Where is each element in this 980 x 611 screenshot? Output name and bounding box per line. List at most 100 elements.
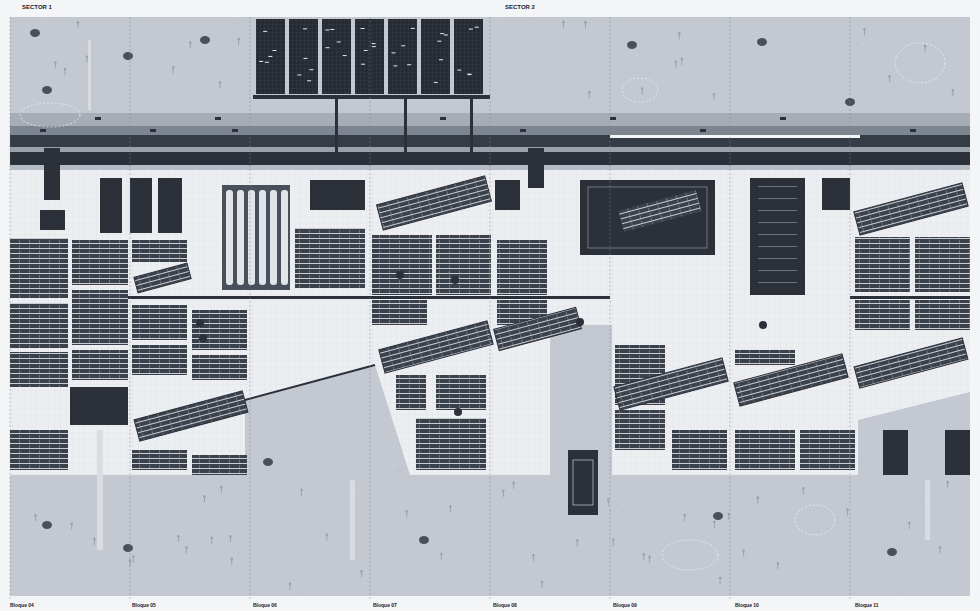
ground-speck: [628, 548, 629, 549]
ground-speck: [517, 560, 518, 561]
shrub: [200, 36, 210, 44]
housing-block: [10, 238, 68, 298]
solar-mark: [303, 28, 307, 29]
tree-crown: [742, 549, 745, 552]
tree-crown: [674, 60, 677, 63]
ground-speck: [154, 571, 155, 572]
solar-mark: [309, 69, 313, 70]
solar-support: [335, 99, 338, 161]
urban-tree: [451, 276, 459, 284]
ground-speck: [316, 451, 317, 452]
ground-speck: [317, 563, 318, 564]
block-label: Bloque 11: [855, 603, 879, 608]
ground-speck: [386, 482, 387, 483]
ground-speck: [848, 18, 849, 19]
ground-speck: [548, 517, 549, 518]
block-divider: [490, 17, 491, 600]
housing-block: [132, 345, 187, 375]
ground-speck: [680, 494, 681, 495]
ground-speck: [641, 96, 642, 97]
ground-speck: [883, 519, 884, 520]
ribbed-building: [222, 185, 290, 290]
ground-speck: [631, 556, 632, 557]
housing-block: [800, 430, 855, 470]
ground-speck: [899, 593, 900, 594]
solar-support: [470, 99, 473, 161]
tree-crown: [756, 496, 759, 499]
ground-speck: [602, 371, 603, 372]
ground-speck: [517, 34, 518, 35]
solar-mark: [457, 70, 461, 71]
shrub: [757, 38, 767, 46]
field-path: [88, 40, 91, 110]
ground-speck: [454, 587, 455, 588]
housing-block: [497, 240, 547, 295]
tree-crown: [908, 522, 911, 525]
housing-row-block: [494, 307, 582, 350]
solar-mark: [372, 46, 376, 47]
block-divider: [250, 17, 251, 600]
housing-block: [10, 303, 68, 348]
ground-speck: [856, 556, 857, 557]
housing-block: [436, 375, 486, 410]
tree-crown: [185, 546, 188, 549]
ground-speck: [898, 515, 899, 516]
tree-crown: [326, 533, 329, 536]
ground-speck: [435, 94, 436, 95]
ground-speck: [548, 91, 549, 92]
ground-speck: [17, 516, 18, 517]
tree-crown: [237, 38, 240, 41]
tree-crown: [77, 21, 80, 24]
tree-crown: [719, 577, 722, 580]
ground-speck: [608, 492, 609, 493]
shrub: [263, 458, 273, 466]
rib: [259, 190, 266, 285]
ground-speck: [609, 52, 610, 53]
tree-crown: [681, 58, 684, 61]
ground-speck: [616, 511, 617, 512]
ground-speck: [870, 474, 871, 475]
ground-speck: [184, 514, 185, 515]
solar-mark: [326, 47, 330, 48]
tree-crown: [584, 21, 587, 24]
ground-speck: [258, 431, 259, 432]
ground-speck: [815, 73, 816, 74]
edge-wall: [245, 365, 375, 400]
ground-speck: [498, 85, 499, 86]
rib: [281, 190, 288, 285]
ground-speck: [358, 492, 359, 493]
ground-speck: [54, 577, 55, 578]
ground-speck: [570, 52, 571, 53]
ground-speck: [603, 464, 604, 465]
ground-speck: [327, 445, 328, 446]
solar-mark: [372, 43, 376, 44]
tree-crown: [678, 32, 681, 35]
ground-speck: [56, 47, 57, 48]
ground-speck: [714, 585, 715, 586]
ground-speck: [287, 466, 288, 467]
solar-mark: [265, 62, 269, 63]
ground-speck: [643, 64, 644, 65]
ground-speck: [286, 494, 287, 495]
ground-speck: [319, 494, 320, 495]
ground-speck: [496, 47, 497, 48]
ground-speck: [211, 546, 212, 547]
civic-outline: [588, 187, 707, 248]
ground-speck: [556, 85, 557, 86]
urban-tree: [759, 321, 767, 329]
ground-speck: [347, 519, 348, 520]
ground-speck: [363, 583, 364, 584]
tall-building: [750, 178, 805, 295]
solar-mark: [401, 45, 405, 46]
housing-block: [72, 350, 128, 380]
tree-crown: [440, 553, 443, 556]
solar-mark: [469, 29, 473, 30]
housing-block: [372, 300, 427, 325]
housing-block: [672, 430, 727, 470]
ground-speck: [890, 416, 891, 417]
tree-crown: [939, 546, 942, 549]
ground-speck: [623, 505, 624, 506]
ground-speck: [669, 528, 670, 529]
tree-crown: [924, 45, 927, 48]
ground-speck: [238, 557, 239, 558]
